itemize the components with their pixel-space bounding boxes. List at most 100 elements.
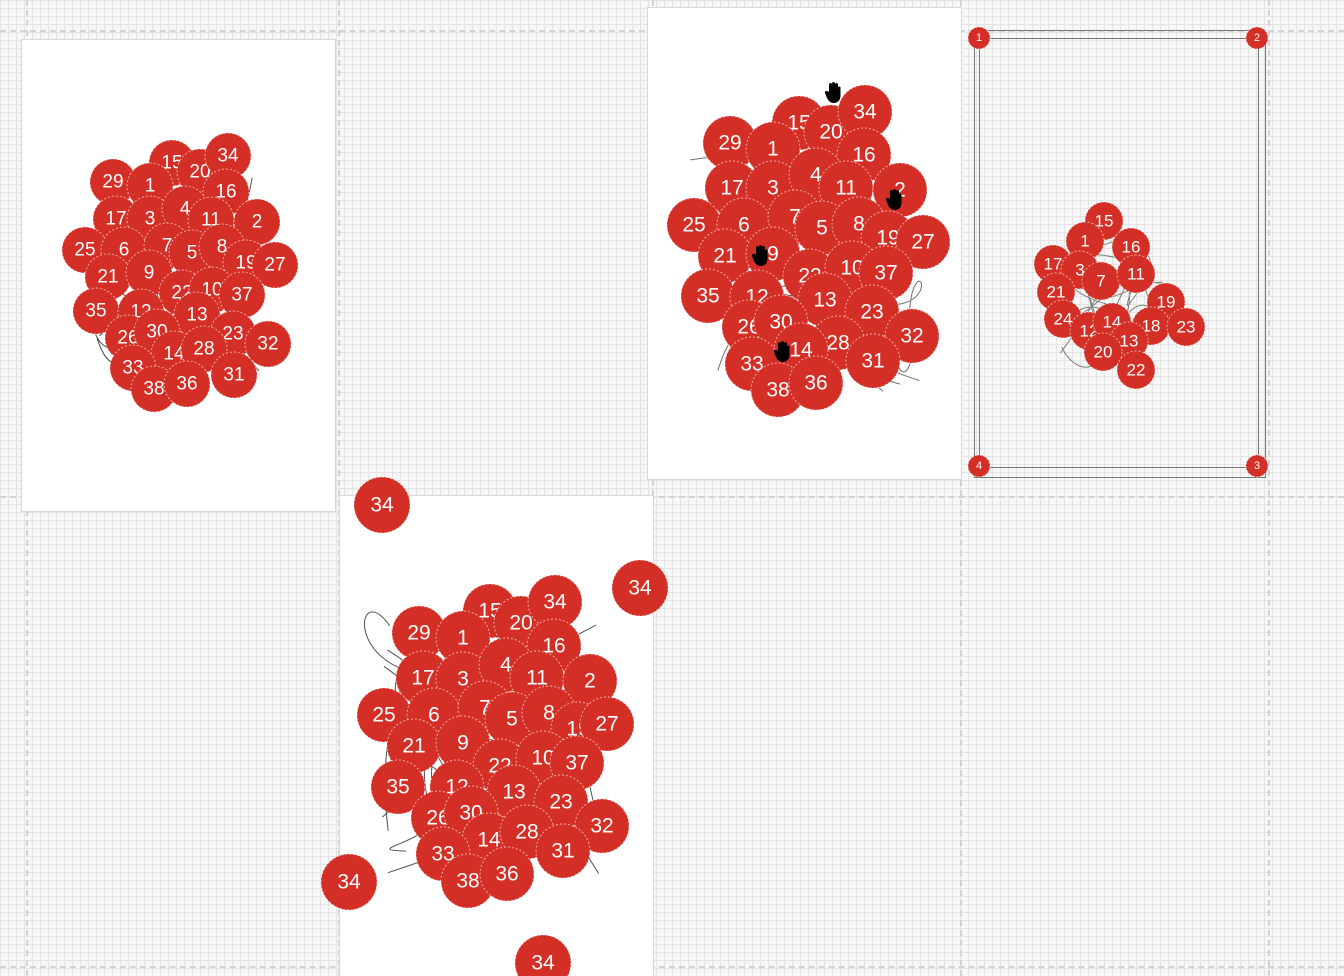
marker-label: 32 — [900, 325, 923, 348]
marker-circle — [353, 476, 411, 534]
marker-label: 20 — [819, 121, 842, 144]
marker-label: 6 — [738, 214, 750, 237]
marker-label: 37 — [231, 285, 252, 306]
floating-marker[interactable]: 34 — [611, 559, 669, 617]
marker-label: 32 — [590, 815, 613, 838]
marker-circle — [895, 214, 951, 270]
frame-corner-handle[interactable]: 2 — [1245, 26, 1269, 50]
marker-board-top-middle[interactable]: 34 — [837, 84, 893, 140]
marker-board-top-left[interactable]: 36 — [163, 360, 211, 408]
marker-board-bottom-middle[interactable]: 34 — [527, 574, 583, 630]
marker-board-top-left[interactable]: 32 — [244, 320, 292, 368]
marker-board-top-middle[interactable]: 1 — [745, 121, 801, 177]
marker-board-top-left[interactable]: 34 — [204, 132, 252, 180]
marker-board-bottom-middle[interactable]: 36 — [479, 846, 535, 902]
grid-guide-line — [0, 966, 1344, 968]
marker-label: 11 — [526, 667, 548, 690]
marker-label: 33 — [740, 353, 763, 376]
marker-board-bottom-middle[interactable]: 35 — [370, 759, 426, 815]
marker-label: 2 — [1254, 32, 1260, 44]
marker-board-top-middle[interactable]: 32 — [884, 308, 940, 364]
marker-circle — [745, 121, 801, 177]
marker-board-top-right[interactable]: 22 — [1116, 350, 1156, 390]
marker-circle — [244, 320, 292, 368]
marker-label: 38 — [456, 870, 479, 893]
marker-label: 11 — [1127, 265, 1145, 284]
marker-label: 5 — [187, 243, 198, 264]
marker-label: 8 — [217, 237, 228, 258]
marker-board-bottom-middle[interactable]: 1 — [435, 610, 491, 666]
grid-guide-line — [338, 0, 340, 976]
marker-circle — [527, 574, 583, 630]
grid-guide-line — [0, 496, 1344, 498]
marker-board-top-left[interactable]: 27 — [251, 241, 299, 289]
marker-label: 21 — [402, 735, 425, 758]
marker-board-bottom-middle[interactable]: 21 — [386, 718, 442, 774]
marker-label: 38 — [766, 379, 789, 402]
marker-label: 15 — [1095, 212, 1114, 231]
marker-label: 19 — [1157, 293, 1176, 312]
marker-circle — [611, 559, 669, 617]
marker-board-top-middle[interactable]: 31 — [845, 333, 901, 389]
marker-board-bottom-middle[interactable]: 31 — [535, 823, 591, 879]
marker-label: 5 — [816, 217, 828, 240]
marker-label: 6 — [119, 240, 130, 261]
marker-circle — [1245, 454, 1269, 478]
marker-board-top-left[interactable]: 37 — [218, 271, 266, 319]
marker-board-top-middle[interactable]: 27 — [895, 214, 951, 270]
marker-board-top-middle[interactable]: 35 — [680, 268, 736, 324]
marker-label: 22 — [1127, 361, 1146, 380]
marker-label: 31 — [551, 840, 574, 863]
marker-circle — [1083, 332, 1123, 372]
marker-board-top-left[interactable]: 1 — [126, 162, 174, 210]
marker-circle — [967, 454, 991, 478]
marker-label: 21 — [97, 267, 118, 288]
marker-label: 23 — [549, 791, 572, 814]
marker-board-top-right[interactable]: 11 — [1116, 254, 1156, 294]
marker-board-top-right[interactable]: 7 — [1081, 261, 1121, 301]
marker-label: 9 — [144, 263, 155, 284]
marker-label: 16 — [215, 182, 236, 203]
marker-board-top-left[interactable]: 28 — [180, 325, 228, 373]
marker-label: 20 — [189, 162, 210, 183]
marker-label: 1 — [976, 32, 982, 44]
marker-circle — [514, 934, 572, 976]
floating-marker[interactable]: 34 — [514, 934, 572, 976]
marker-circle — [479, 846, 535, 902]
marker-board-bottom-middle[interactable]: 32 — [574, 798, 630, 854]
marker-board-top-left[interactable]: 31 — [210, 351, 258, 399]
marker-label: 2 — [894, 179, 906, 202]
marker-label: 31 — [861, 350, 884, 373]
marker-label: 2 — [584, 670, 596, 693]
marker-circle — [579, 696, 635, 752]
frame-corner-handle[interactable]: 3 — [1245, 454, 1269, 478]
marker-circle — [435, 610, 491, 666]
marker-circle — [884, 308, 940, 364]
marker-label: 14 — [163, 344, 185, 365]
marker-board-top-right[interactable]: 23 — [1166, 307, 1206, 347]
marker-board-top-right[interactable]: 20 — [1083, 332, 1123, 372]
marker-board-top-left[interactable]: 2 — [233, 198, 281, 246]
marker-circle — [126, 162, 174, 210]
frame-corner-handle[interactable]: 1 — [967, 26, 991, 50]
frame-corner-handle[interactable]: 4 — [967, 454, 991, 478]
selection-frame[interactable] — [974, 30, 1266, 478]
marker-label: 16 — [1122, 238, 1141, 257]
marker-label: 14 — [477, 829, 501, 852]
floating-marker[interactable]: 34 — [353, 476, 411, 534]
marker-board-top-middle[interactable]: 36 — [788, 355, 844, 411]
marker-label: 27 — [911, 231, 934, 254]
marker-board-bottom-middle[interactable]: 27 — [579, 696, 635, 752]
marker-board-bottom-middle[interactable]: 2 — [562, 653, 618, 709]
marker-label: 28 — [193, 339, 214, 360]
floating-marker[interactable]: 34 — [320, 853, 378, 911]
marker-label: 35 — [386, 776, 409, 799]
marker-label: 29 — [718, 132, 741, 155]
marker-board-top-middle[interactable]: 13 — [797, 272, 853, 328]
marker-label: 29 — [102, 172, 123, 193]
marker-circle — [1116, 350, 1156, 390]
marker-label: 34 — [628, 577, 652, 600]
marker-label: 13 — [1120, 332, 1139, 351]
marker-board-top-left[interactable]: 35 — [72, 287, 120, 335]
